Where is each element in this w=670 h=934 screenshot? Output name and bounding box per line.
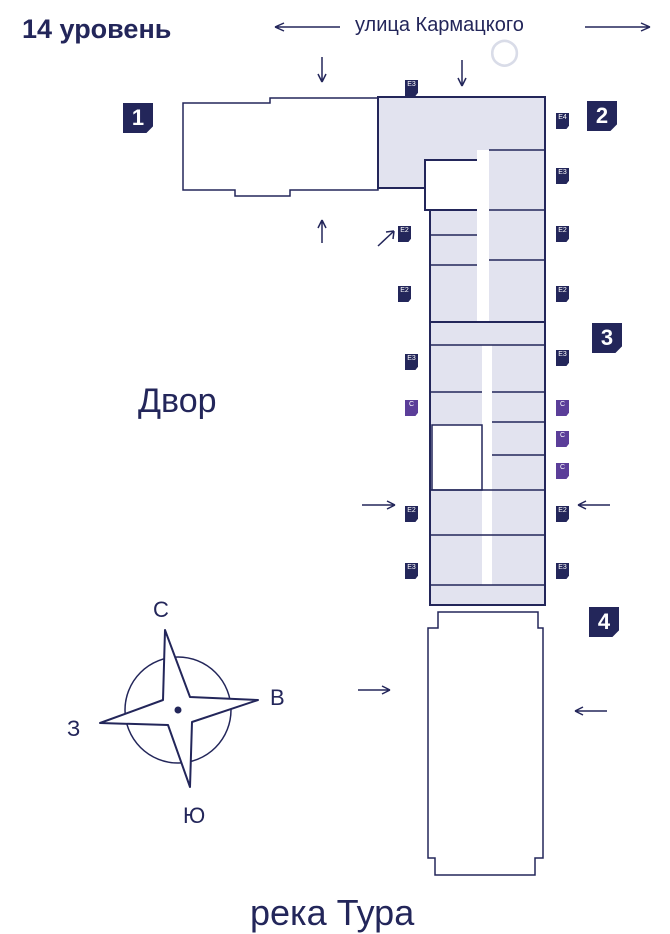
arrow-diag-icon <box>377 230 395 247</box>
arrow-left-icon <box>274 22 340 32</box>
section-2-badge[interactable]: 2 <box>587 101 617 131</box>
arrow-left-icon <box>577 500 610 510</box>
arrow-left-icon <box>574 706 607 716</box>
apartment-badge[interactable]: E3 <box>405 80 418 96</box>
apartment-badge[interactable]: C <box>405 400 418 416</box>
compass-south: Ю <box>183 803 206 828</box>
apartment-badge[interactable]: E3 <box>405 563 418 579</box>
arrow-up-icon <box>317 219 327 243</box>
corridor <box>477 150 489 322</box>
compass-north: С <box>153 597 169 622</box>
apartment-badge[interactable]: E4 <box>556 113 569 129</box>
apartment-badge[interactable]: E2 <box>398 226 411 242</box>
building-section-1 <box>182 97 379 197</box>
floor-title: 14 уровень <box>22 14 172 44</box>
apartment-badge[interactable]: E3 <box>556 563 569 579</box>
arrow-right-icon <box>362 500 396 510</box>
stair-core <box>424 159 486 211</box>
apartment-badge[interactable]: E3 <box>405 354 418 370</box>
apartment-badge[interactable]: E2 <box>556 506 569 522</box>
building-section-4 <box>427 611 544 876</box>
apartment-badge[interactable]: E2 <box>398 286 411 302</box>
arrow-down-icon <box>317 57 327 83</box>
apartment-badge[interactable]: E2 <box>405 506 418 522</box>
yard-label: Двор <box>138 382 217 420</box>
arrow-right-icon <box>585 22 651 32</box>
floor-plan <box>99 22 651 876</box>
apartment-badge[interactable]: C <box>556 431 569 447</box>
corridor <box>482 345 492 585</box>
apartment-badge[interactable]: E3 <box>556 168 569 184</box>
section-1-badge[interactable]: 1 <box>123 103 153 133</box>
arrow-down-icon <box>457 60 467 87</box>
apartment-badge[interactable]: E2 <box>556 286 569 302</box>
compass-east: В <box>270 685 285 710</box>
section-3-badge[interactable]: 3 <box>592 323 622 353</box>
compass-icon <box>99 629 259 788</box>
apartment-badge[interactable]: C <box>556 463 569 479</box>
stair-core <box>431 424 483 491</box>
compass-west: З <box>67 716 81 741</box>
street-label: улица Кармацкого <box>355 14 524 36</box>
apartment-badge[interactable]: C <box>556 400 569 416</box>
watermark: ◯ <box>490 36 522 66</box>
apartment-badge[interactable]: E3 <box>556 350 569 366</box>
apartment-badge[interactable]: E2 <box>556 226 569 242</box>
arrow-right-icon <box>358 685 391 695</box>
section-4-badge[interactable]: 4 <box>589 607 619 637</box>
